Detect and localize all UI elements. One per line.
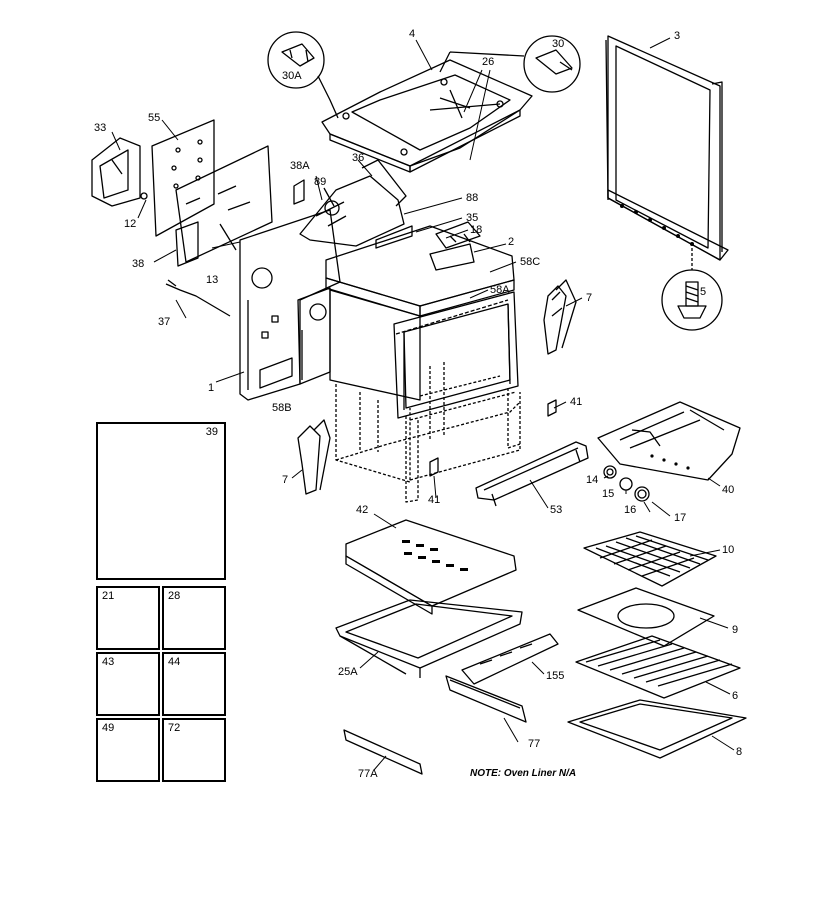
- inset-box-28-label: 28: [168, 590, 181, 602]
- note-oven-liner: NOTE: Oven Liner N/A: [470, 768, 577, 779]
- clip-lower: [429, 457, 439, 477]
- callout-77: 77: [528, 738, 541, 750]
- callout-30: 30: [552, 38, 565, 50]
- callout-58b: 58B: [272, 402, 292, 414]
- back-panel: [151, 119, 273, 267]
- callout-12: 12: [124, 218, 137, 230]
- cabinet-left-side: [239, 209, 341, 401]
- oven-liner: [567, 699, 747, 759]
- inset-box-44: 44: [162, 652, 226, 716]
- junction-box: [91, 137, 141, 207]
- drawer-tray: [335, 599, 523, 678]
- callout-40: 40: [722, 484, 735, 496]
- callout-41b: 41: [428, 494, 441, 506]
- callout-14: 14: [586, 474, 599, 486]
- callout-16: 16: [624, 504, 637, 516]
- inset-box-44-label: 44: [168, 656, 181, 668]
- callout-15: 15: [602, 488, 615, 500]
- callout-26: 26: [482, 56, 495, 68]
- cabinet-frame: [335, 362, 521, 503]
- callout-25a: 25A: [338, 666, 358, 678]
- main-cabinet: [297, 225, 519, 419]
- side-panel: [605, 35, 729, 261]
- inset-box-21-label: 21: [102, 590, 115, 602]
- callout-1: 1: [208, 382, 215, 394]
- callout-13: 13: [206, 274, 219, 286]
- callout-2: 2: [508, 236, 515, 248]
- inset-box-28: 28: [162, 586, 226, 650]
- callout-4: 4: [409, 28, 416, 40]
- inset-box-39: 39: [96, 422, 226, 580]
- callout-3: 3: [674, 30, 681, 42]
- leveler-detail: [661, 248, 723, 331]
- callout-8: 8: [736, 746, 743, 758]
- broil-rack: [583, 531, 717, 587]
- callout-7b: 7: [282, 474, 289, 486]
- oven-rack: [575, 635, 741, 699]
- door-hinge-left: [297, 419, 331, 495]
- detail-30a: [267, 31, 339, 119]
- callout-58c: 58C: [520, 256, 541, 268]
- vent-panel: [461, 633, 559, 685]
- inset-box-43-label: 43: [102, 656, 115, 668]
- callout-88: 88: [466, 192, 479, 204]
- callout-41a: 41: [570, 396, 583, 408]
- callout-37: 37: [158, 316, 171, 328]
- callout-18: 18: [470, 224, 483, 236]
- inset-box-21: 21: [96, 586, 160, 650]
- strip: [343, 729, 423, 775]
- callout-53: 53: [550, 504, 563, 516]
- inset-box-39-label: 39: [205, 426, 218, 438]
- inset-box-49: 49: [96, 718, 160, 782]
- callout-33: 33: [94, 122, 107, 134]
- callout-155: 155: [546, 670, 565, 682]
- door-hinge-right: [543, 279, 577, 355]
- oven-bottom: [345, 519, 517, 615]
- callout-9: 9: [732, 624, 739, 636]
- knob-set: [603, 465, 650, 502]
- front-trim: [395, 299, 509, 335]
- inset-box-72: 72: [162, 718, 226, 782]
- rail: [475, 441, 589, 507]
- inset-box-43: 43: [96, 652, 160, 716]
- callout-30a: 30A: [282, 70, 302, 82]
- callout-6: 6: [732, 690, 739, 702]
- callout-35: 35: [466, 212, 479, 224]
- detail-30: [439, 35, 581, 93]
- bracket: [445, 675, 527, 723]
- callout-58a: 58A: [490, 284, 510, 296]
- callout-89: 89: [314, 176, 327, 188]
- callout-42: 42: [356, 504, 369, 516]
- callout-17: 17: [674, 512, 687, 524]
- wire-harness: [140, 192, 237, 317]
- clip-upper: [547, 399, 557, 417]
- broiler-panel: [597, 401, 741, 481]
- leader-lines: [111, 37, 735, 771]
- top-panel: [321, 59, 533, 173]
- callout-10: 10: [722, 544, 735, 556]
- callout-38: 38: [132, 258, 145, 270]
- control-hardware: [293, 159, 481, 271]
- inset-box-49-label: 49: [102, 722, 115, 734]
- callout-5: 5: [700, 286, 707, 298]
- callout-7a: 7: [586, 292, 593, 304]
- callout-38a: 38A: [290, 160, 310, 172]
- callout-55: 55: [148, 112, 161, 124]
- broil-pan: [577, 587, 715, 647]
- inset-box-72-label: 72: [168, 722, 181, 734]
- callout-77a: 77A: [358, 768, 378, 780]
- callout-36: 36: [352, 152, 365, 164]
